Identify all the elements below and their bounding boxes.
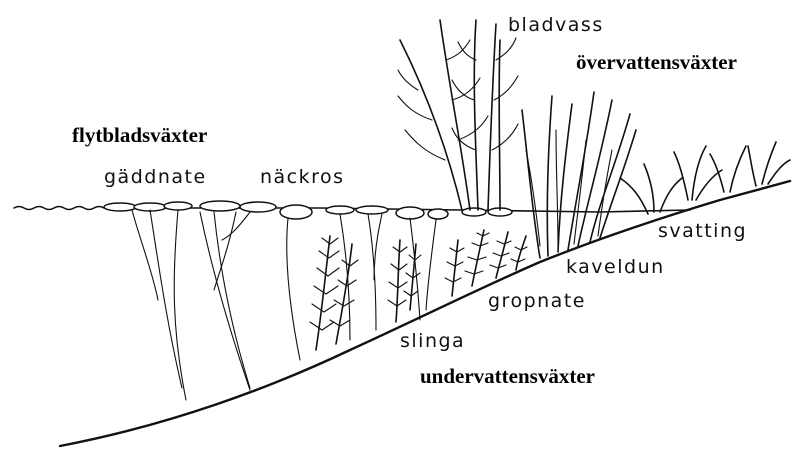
label-undervattensvaxter: undervattensväxter (420, 364, 595, 389)
label-nackros: näckros (260, 166, 345, 188)
label-gropnate: gropnate (488, 290, 586, 312)
label-kaveldun: kaveldun (566, 256, 665, 278)
floating-plant-stems (132, 210, 436, 400)
label-slinga: slinga (400, 330, 465, 352)
label-gaddnate: gäddnate (104, 166, 207, 188)
label-flytbladsvaxter: flytbladsväxter (72, 123, 207, 148)
label-overvattensvaxter: övervattensväxter (576, 50, 737, 75)
bladvass-plant-drawing (398, 20, 518, 210)
label-bladvass: bladvass (508, 14, 604, 36)
svatting-plant-drawing (620, 142, 790, 214)
label-svatting: svatting (658, 220, 747, 242)
